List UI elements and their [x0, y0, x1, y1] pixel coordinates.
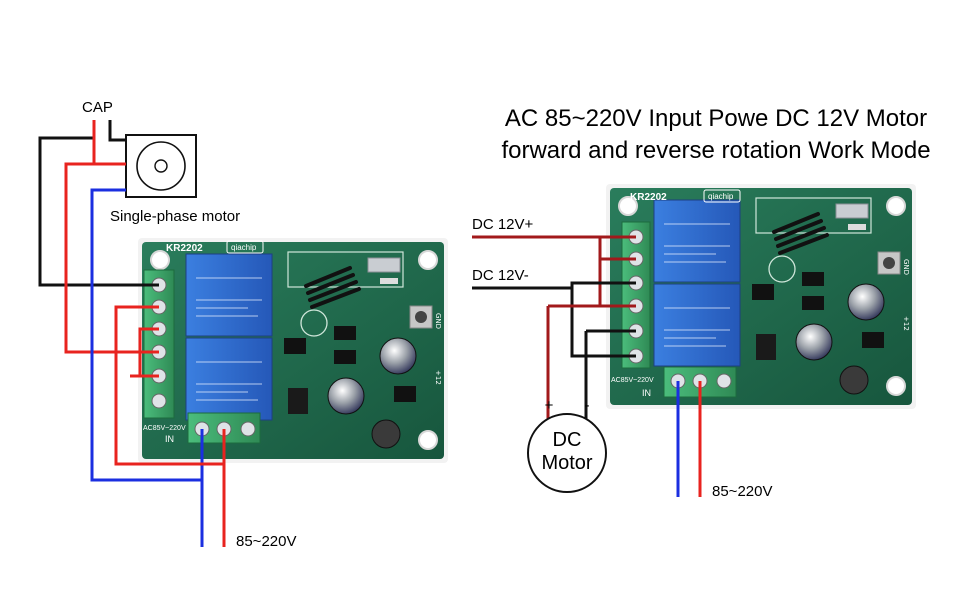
wire-red-jumper-3 [138, 327, 159, 378]
single-phase-motor-label: Single-phase motor [110, 208, 240, 225]
wire-negative-jumper [570, 288, 636, 358]
brand-label: qiachip [231, 243, 257, 252]
dc-positive-label: DC 12V+ [472, 216, 534, 233]
dc-motor-label-2: Motor [541, 452, 592, 474]
output-terminal-block [143, 269, 175, 419]
right-wires [472, 235, 702, 497]
dc-negative-label: DC 12V- [472, 267, 529, 284]
right-wiring-diagram: KR2202 qiachip AC85V~220V IN DC 12V+ DC … [472, 182, 918, 500]
input-voltage-label: AC85V~220V [611, 377, 654, 384]
output-terminal-block [621, 221, 651, 369]
relay-board-right [604, 182, 918, 411]
left-power-label: 85~220V [236, 533, 296, 550]
wire-red-motor [64, 120, 159, 354]
motor-minus-sign: - [585, 397, 590, 414]
right-power-label: 85~220V [712, 483, 772, 500]
wire-black-cap-motor [108, 120, 126, 142]
input-voltage-label: AC85V~220V [143, 425, 186, 432]
brand-badge [703, 189, 741, 203]
wire-dc-negative [472, 281, 636, 290]
left-wires [38, 120, 226, 547]
dc-motor [527, 413, 607, 493]
title-line-1: AC 85~220V Input Powe DC 12V Motor [505, 105, 927, 132]
brand-badge [226, 240, 264, 254]
motor-plus-sign: + [545, 397, 554, 414]
board-model-label: KR2202 [630, 192, 667, 203]
dc-motor-label-1: DC [553, 429, 582, 451]
left-wiring-diagram: KR2202 qiachip AC85V~220V IN Single-phas… [38, 99, 450, 550]
in-label: IN [642, 388, 651, 398]
title-line-2: forward and reverse rotation Work Mode [501, 137, 930, 164]
cap-label: CAP [82, 99, 113, 116]
brand-label: qiachip [708, 192, 734, 201]
wire-red-jumper-1 [114, 305, 224, 466]
board-model-label: KR2202 [166, 243, 203, 254]
in-label: IN [165, 434, 174, 444]
